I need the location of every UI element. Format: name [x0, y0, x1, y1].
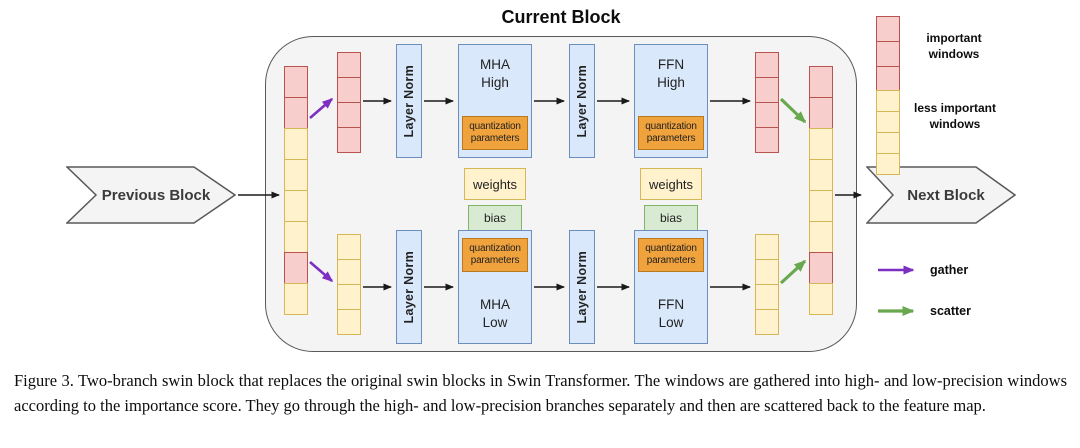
previous-block-label: Previous Block [101, 186, 211, 204]
weights-label: weights [648, 176, 694, 192]
important-window-cell [755, 52, 779, 78]
legend-less-important-stack [876, 90, 900, 175]
gathered-low-column [337, 234, 361, 335]
important-window-cell [809, 97, 833, 129]
mha-high-label: MHA High [480, 57, 510, 91]
diagram-title: Current Block [501, 7, 621, 27]
less-important-window-cell [809, 128, 833, 160]
output-low-column [755, 234, 779, 335]
important-window-cell [337, 77, 361, 103]
bias-label: bias [483, 211, 506, 225]
layer-norm-box-low-2: Layer Norm [569, 230, 595, 344]
legend-important-label: important windows [926, 31, 982, 62]
ffn-weights-box: weights [640, 168, 702, 200]
quantization-parameters-box: quantization parameters [638, 116, 704, 150]
important-window-cell [755, 127, 779, 153]
previous-block-shape [65, 166, 237, 224]
less-important-window-cell [337, 234, 361, 260]
ffn-high-box: FFN High quantization parameters [634, 44, 708, 158]
gathered-high-column [337, 52, 361, 153]
legend-less-important-label: less important windows [913, 101, 997, 132]
important-window-cell [337, 127, 361, 153]
mha-high-box: MHA High quantization parameters [458, 44, 532, 158]
layer-norm-label: Layer Norm [575, 64, 589, 138]
figure-caption: Figure 3. Two-branch swin block that rep… [14, 371, 1067, 415]
mha-bias-box: bias [468, 205, 522, 231]
mha-low-box: quantization parameters MHA Low [458, 230, 532, 344]
mha-weights-box: weights [464, 168, 526, 200]
output-high-column [755, 52, 779, 153]
previous-block-banner: Previous Block [65, 166, 237, 224]
important-window-cell [755, 77, 779, 103]
important-window-cell [876, 41, 900, 67]
important-window-cell [337, 102, 361, 128]
less-important-window-cell [876, 153, 900, 175]
less-important-window-cell [284, 159, 308, 191]
less-important-window-cell [809, 159, 833, 191]
less-important-window-cell [809, 190, 833, 222]
layer-norm-box-high-1: Layer Norm [396, 44, 422, 158]
less-important-window-cell [284, 190, 308, 222]
less-important-window-cell [337, 309, 361, 335]
layer-norm-box-high-2: Layer Norm [569, 44, 595, 158]
important-window-cell [809, 252, 833, 284]
less-important-window-cell [284, 128, 308, 160]
ffn-bias-box: bias [644, 205, 698, 231]
less-important-window-cell [809, 283, 833, 315]
less-important-window-cell [755, 284, 779, 310]
legend-scatter-label: scatter [930, 304, 971, 318]
important-window-cell [284, 97, 308, 129]
legend-gather-label: gather [930, 263, 969, 277]
layer-norm-box-low-1: Layer Norm [396, 230, 422, 344]
ffn-high-label: FFN High [657, 57, 685, 91]
important-window-cell [284, 252, 308, 284]
feature-map-column [284, 66, 308, 315]
less-important-window-cell [755, 309, 779, 335]
important-window-cell [337, 52, 361, 78]
important-window-cell [755, 102, 779, 128]
layer-norm-label: Layer Norm [402, 250, 416, 324]
layer-norm-label: Layer Norm [575, 250, 589, 324]
layer-norm-label: Layer Norm [402, 64, 416, 138]
scattered-feature-map-column [809, 66, 833, 315]
less-important-window-cell [755, 259, 779, 285]
ffn-low-label: FFN Low [657, 296, 685, 330]
next-block-shape [865, 166, 1017, 224]
next-block-banner: Next Block [865, 166, 1017, 224]
quantization-parameters-box: quantization parameters [462, 116, 528, 150]
mha-low-label: MHA Low [480, 296, 510, 330]
less-important-window-cell [284, 221, 308, 253]
weights-label: weights [472, 176, 518, 192]
important-window-cell [876, 16, 900, 42]
less-important-window-cell [284, 283, 308, 315]
legend-important-stack [876, 16, 900, 92]
ffn-low-box: quantization parameters FFN Low [634, 230, 708, 344]
less-important-window-cell [337, 284, 361, 310]
quantization-parameters-box: quantization parameters [462, 238, 528, 272]
important-window-cell [284, 66, 308, 98]
quantization-parameters-box: quantization parameters [638, 238, 704, 272]
less-important-window-cell [337, 259, 361, 285]
important-window-cell [809, 66, 833, 98]
bias-label: bias [659, 211, 682, 225]
less-important-window-cell [876, 132, 900, 154]
next-block-label: Next Block [907, 186, 985, 204]
important-window-cell [876, 66, 900, 92]
less-important-window-cell [755, 234, 779, 260]
less-important-window-cell [809, 221, 833, 253]
